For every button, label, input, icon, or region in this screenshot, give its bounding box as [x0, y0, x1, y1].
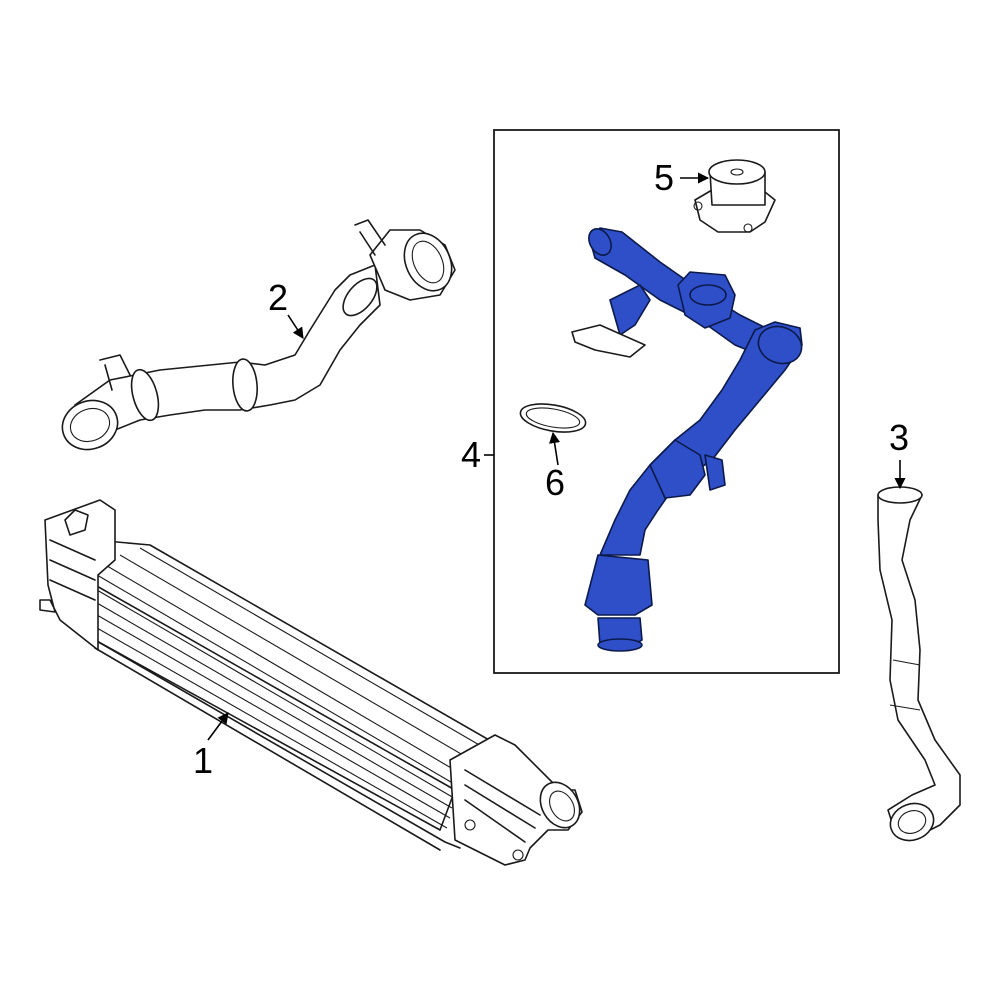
callout-2: 2 — [268, 277, 288, 318]
intake-hose-part[interactable] — [55, 219, 460, 457]
part-4-group-box — [493, 129, 840, 674]
callout-4: 4 — [461, 434, 481, 475]
thermostat-housing-part[interactable] — [693, 159, 776, 233]
intercooler-part[interactable] — [39, 499, 588, 866]
leader-lines — [207, 172, 906, 741]
callout-5: 5 — [654, 157, 674, 198]
callout-6: 6 — [545, 462, 565, 503]
callout-1: 1 — [193, 740, 213, 781]
o-ring-part[interactable] — [518, 399, 588, 436]
callout-3: 3 — [889, 417, 909, 458]
coolant-hose-part[interactable] — [877, 486, 961, 846]
coolant-pipe-part[interactable] — [571, 225, 807, 652]
